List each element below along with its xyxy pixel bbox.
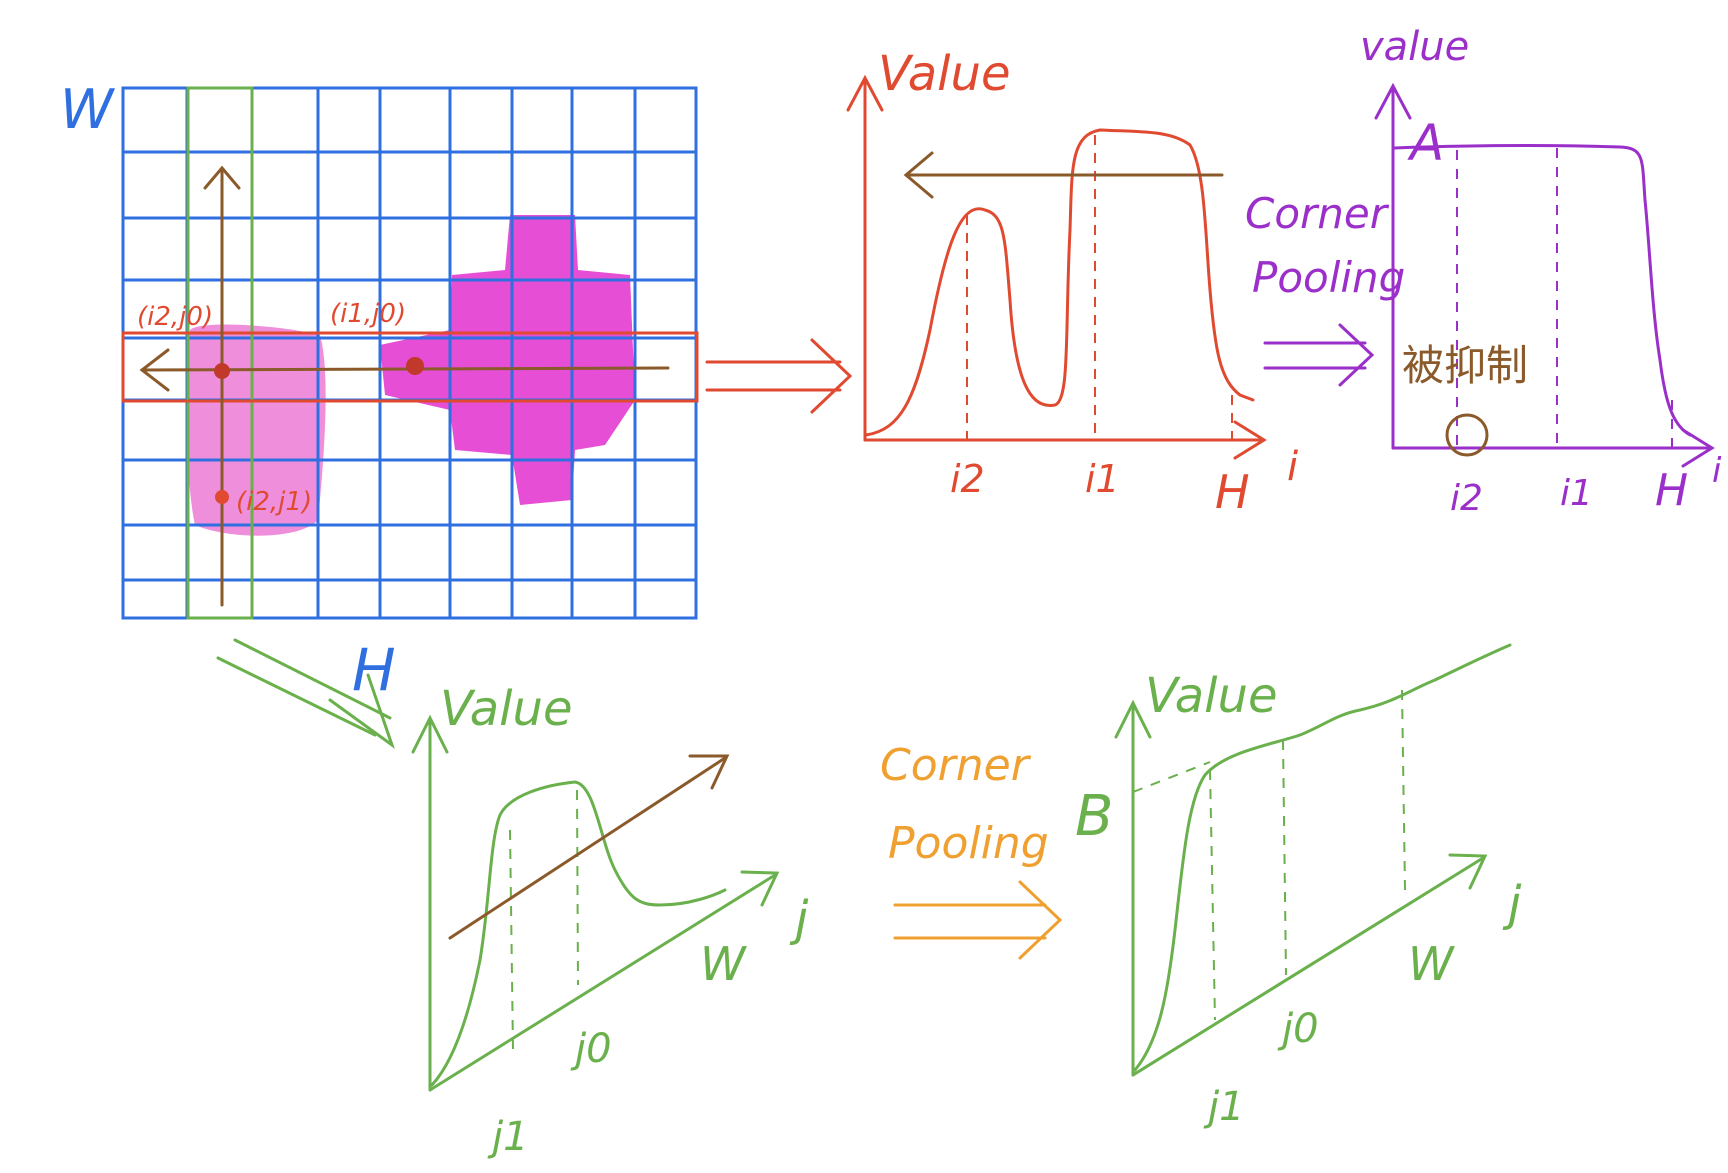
pooled-col-tick-w: W — [1408, 937, 1455, 991]
point-i2-j1 — [215, 490, 229, 504]
pooled-col-label-b: B — [1075, 784, 1113, 849]
pooled-row-label-a: A — [1407, 114, 1444, 172]
row-plot-xlabel: i — [1287, 444, 1298, 490]
pooled-col-ylabel: Value — [1145, 668, 1277, 724]
point-i1-j0 — [406, 357, 424, 375]
column-pooled-plot: Value B j W j0 j1 — [1075, 643, 1522, 1130]
cp-top-line1: Corner — [1245, 189, 1390, 238]
point-i2-j0 — [214, 363, 230, 379]
pooled-row-ylabel: value — [1360, 24, 1469, 70]
corner-pooling-bottom: Corner Pooling — [880, 740, 1063, 960]
pooled-row-curve — [1391, 144, 1692, 437]
double-arrow-to-row-plot — [705, 338, 853, 414]
grid-w-label: W — [60, 78, 116, 141]
double-arrow-to-column-plot — [216, 638, 395, 749]
col-plot-curve — [430, 780, 727, 1087]
row-value-plot: Value i i2 i1 H — [846, 46, 1298, 519]
column-highlight — [186, 86, 254, 620]
suppressed-marker-circle — [1445, 413, 1489, 457]
column-value-plot: Value j W j0 j1 — [411, 681, 809, 1160]
cp-top-line2: Pooling — [1252, 253, 1405, 302]
row-plot-tick-i2: i2 — [950, 457, 985, 501]
pooled-col-xlabel: j — [1502, 876, 1522, 932]
feature-map: W H (i2,j0) (i1,j0) (i2,j1) — [60, 78, 699, 704]
row-pooled-plot: value A 被抑制 i i2 i1 H — [1360, 24, 1722, 519]
cp-bottom-line2: Pooling — [888, 818, 1049, 869]
pooled-col-curve — [1133, 643, 1512, 1072]
col-plot-tick-j1: j1 — [487, 1114, 529, 1160]
pooled-col-j-axis — [1131, 856, 1485, 1077]
pooled-row-tick-i2: i2 — [1450, 478, 1483, 519]
pooled-col-tick-j0: j0 — [1277, 1006, 1319, 1052]
corner-pooling-top: Corner Pooling — [1245, 189, 1405, 387]
pooled-row-tick-h: H — [1655, 465, 1688, 516]
col-plot-ylabel: Value — [440, 681, 572, 737]
col-plot-tick-j0: j0 — [570, 1026, 612, 1072]
row-plot-tick-i1: i1 — [1085, 457, 1120, 501]
row-plot-tick-h: H — [1215, 465, 1250, 519]
pooled-col-tick-j1: j1 — [1203, 1084, 1245, 1130]
col-plot-j-axis — [428, 873, 777, 1092]
point-label-i1-j0: (i1,j0) — [330, 299, 406, 329]
col-plot-xlabel: j — [789, 891, 809, 947]
pooled-row-xlabel: i — [1712, 451, 1722, 491]
col-plot-tick-w: W — [700, 937, 747, 991]
cp-bottom-line1: Corner — [880, 740, 1032, 791]
row-highlight — [121, 331, 699, 403]
row-plot-ylabel: Value — [878, 46, 1010, 102]
point-label-i2-j1: (i2,j1) — [236, 487, 312, 517]
pooled-row-suppressed: 被抑制 — [1402, 341, 1528, 390]
row-plot-curve — [864, 128, 1255, 437]
point-label-i2-j0: (i2,j0) — [137, 302, 213, 332]
pooled-row-tick-i1: i1 — [1560, 473, 1593, 514]
